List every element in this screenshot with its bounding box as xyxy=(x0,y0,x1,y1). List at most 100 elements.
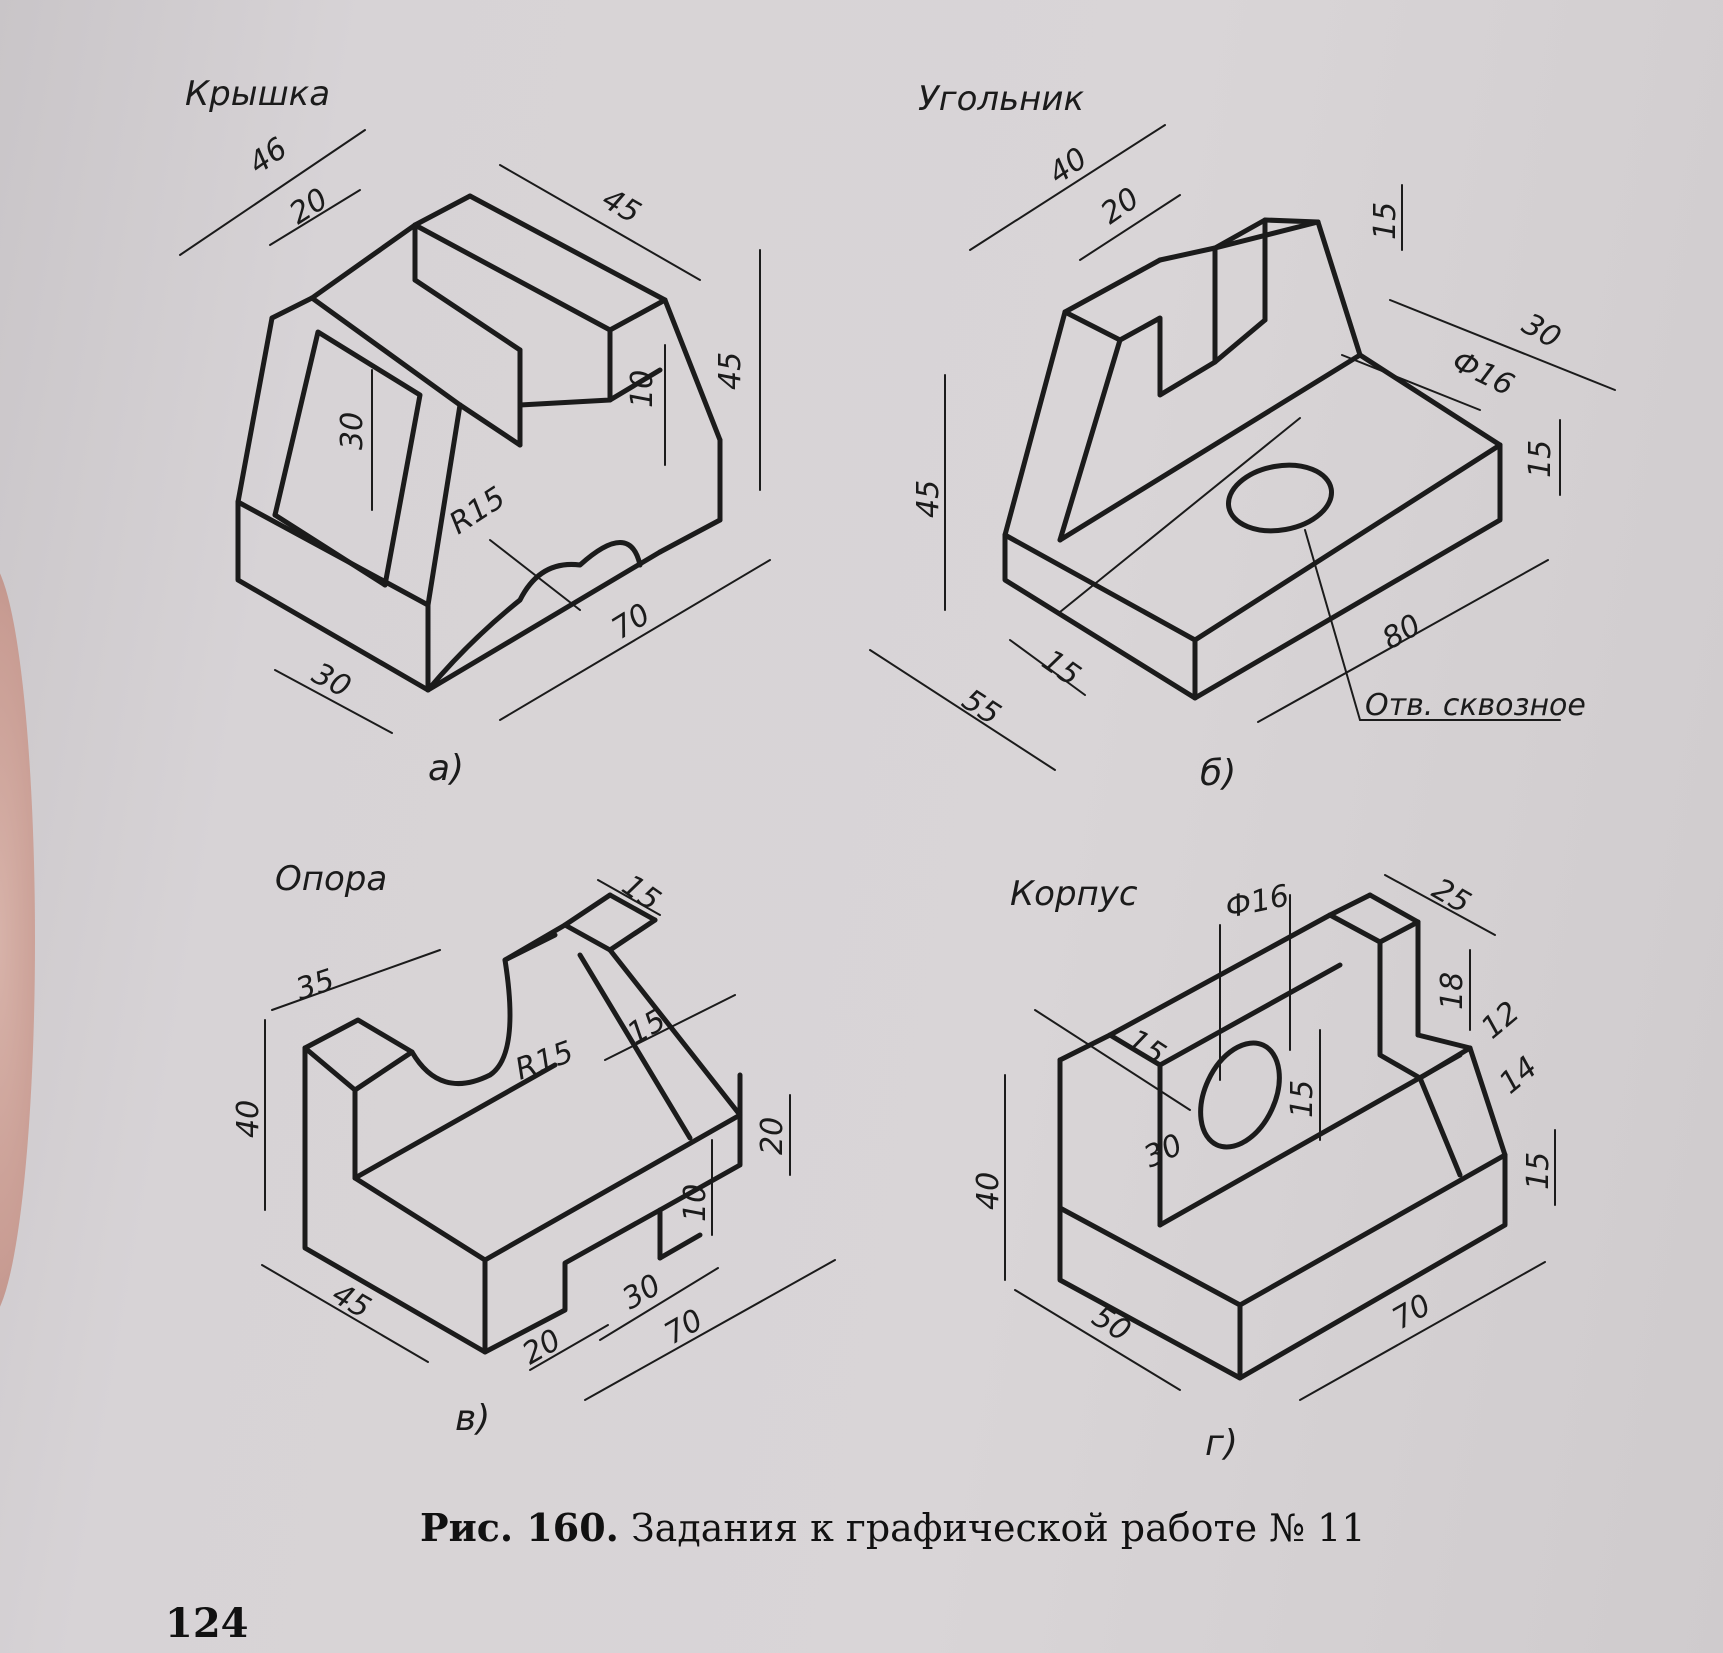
figure-d-edge xyxy=(1107,1032,1163,1068)
figure-d-dim-14: 14 xyxy=(1493,1050,1545,1101)
figure-b-dim-line xyxy=(969,124,1166,251)
figure-d-step xyxy=(1327,912,1473,1081)
figure-a-dim-line xyxy=(499,559,771,721)
figure-b-dim-line xyxy=(1389,299,1616,391)
figure-d-edge xyxy=(1377,919,1421,945)
figure-b-dim-55: 55 xyxy=(956,682,1007,732)
figure-c-dim-line xyxy=(599,1267,719,1341)
figure-a-edge xyxy=(412,277,523,353)
figure-d-dim-15-right: 15 xyxy=(1521,1152,1556,1190)
figure-d-dim-40: 40 xyxy=(971,1172,1006,1210)
figure-b-dim-80: 80 xyxy=(1377,608,1428,657)
figure-a-edge xyxy=(467,193,668,303)
figure-c-dim-line xyxy=(261,1264,429,1363)
figure-c-dim-70: 70 xyxy=(659,1303,710,1352)
figure-c-edge xyxy=(657,1232,703,1261)
figure-a-dim-line xyxy=(274,669,393,734)
figure-c-dim-line xyxy=(604,994,736,1061)
figure-a-edge xyxy=(662,297,723,443)
figure-c-edge xyxy=(562,892,613,928)
figure-b-dim-40: 40 xyxy=(1043,141,1094,192)
figure-c-edge xyxy=(482,1112,743,1263)
figure-a-top xyxy=(309,222,613,448)
figure-b-dim-15-right: 15 xyxy=(1523,440,1558,478)
figure-d-dim-70: 70 xyxy=(1387,1288,1438,1337)
figure-b-edge xyxy=(1262,217,1321,225)
figure-b-axis xyxy=(1059,417,1301,613)
figure-b-edge xyxy=(1157,245,1218,263)
figure-c-edge xyxy=(352,1175,488,1263)
figure-d-dim-line xyxy=(1014,1289,1181,1391)
figure-d-sublabel: г) xyxy=(1205,1423,1238,1464)
figure-a-edge xyxy=(425,402,463,608)
figure-b-title: Угольник xyxy=(918,79,1084,119)
figure-c-dim-15-top: 15 xyxy=(615,868,666,919)
figure-b-dim-15-bottom: 15 xyxy=(1035,643,1086,694)
figure-a-sublabel: а) xyxy=(428,748,464,789)
figure-b-dim-15-top: 15 xyxy=(1368,202,1403,240)
figure-b-dim-30: 30 xyxy=(1516,307,1567,356)
figure-c-title: Опора xyxy=(275,859,387,899)
figure-b-dim-line xyxy=(869,649,1056,771)
figure-d-dim-line xyxy=(1384,874,1496,936)
figure-c-dim-r15: R15 xyxy=(511,1034,578,1087)
figure-b-ugolnik: Угольник xyxy=(869,79,1616,794)
figure-b-note: Отв. сквозное xyxy=(1365,688,1586,723)
figure-a-dim-30-bottom: 30 xyxy=(306,656,356,705)
figure-c-saddle xyxy=(409,922,743,1118)
figure-a-dim-r15: R15 xyxy=(443,480,512,542)
figure-c-opora: Опора xyxy=(231,859,836,1439)
figure-d-dim-15-mid: 15 xyxy=(1285,1080,1320,1118)
figure-b-edge xyxy=(1212,317,1268,365)
figure-d-dim-line xyxy=(1034,1009,1191,1111)
figure-c-edge xyxy=(352,1062,558,1181)
figure-a-edge xyxy=(272,512,388,588)
figure-d-dim-12: 12 xyxy=(1475,995,1527,1046)
figure-a-edge xyxy=(412,193,473,228)
figure-b-edge xyxy=(1192,442,1503,643)
figure-a-dim-line xyxy=(499,164,701,281)
figure-d-edge xyxy=(1415,1032,1473,1051)
figure-b-dim-20: 20 xyxy=(1095,181,1146,232)
figure-b-edge xyxy=(1057,337,1123,543)
figure-a-edge xyxy=(607,297,668,333)
figure-d-edge xyxy=(1057,1032,1113,1063)
figure-d-edge xyxy=(1157,962,1343,1068)
figure-b-dim-line xyxy=(1009,639,1086,696)
figure-a-edge xyxy=(235,315,275,505)
figure-a-krishka: Крышка xyxy=(179,74,771,789)
figure-b-edge xyxy=(1057,352,1363,543)
figure-a-dim-20: 20 xyxy=(283,182,334,232)
figure-c-edge xyxy=(607,892,658,923)
figure-c-dim-20-right: 20 xyxy=(755,1117,790,1155)
figure-d-dim-line xyxy=(1299,1261,1546,1401)
figure-b-edge xyxy=(1002,532,1198,643)
figure-a-dim-line xyxy=(489,539,581,611)
figure-c-edge xyxy=(502,932,558,963)
figure-a-dim-30-vert: 30 xyxy=(335,412,370,450)
figure-b-notch xyxy=(1117,217,1268,398)
figure-d-dim-50: 50 xyxy=(1086,1299,1137,1349)
figure-c-dim-line xyxy=(584,1259,836,1401)
figure-d-dim-d16: Ф16 xyxy=(1222,878,1292,926)
figure-a-dim-46: 46 xyxy=(243,131,294,182)
figure-c-dim-30: 30 xyxy=(617,1268,668,1317)
figure-a-dim-45-right: 45 xyxy=(713,352,748,390)
figure-a-window xyxy=(272,329,423,588)
figure-b-dim-45: 45 xyxy=(911,480,946,518)
figure-d-edge xyxy=(1467,1045,1508,1158)
figure-a-edge xyxy=(657,517,723,555)
figure-c-sublabel: в) xyxy=(455,1398,490,1439)
figure-b-dim-line xyxy=(1079,194,1181,261)
figure-a-edge xyxy=(607,367,663,403)
figure-c-dim-40: 40 xyxy=(231,1100,266,1138)
figure-d-korpus: Корпус xyxy=(971,872,1556,1464)
figure-b-edge xyxy=(1315,219,1363,358)
figure-a-dim-70: 70 xyxy=(606,597,657,647)
figure-d-edge xyxy=(1327,892,1373,918)
figure-c-edge xyxy=(302,1045,358,1093)
figure-d-edge xyxy=(1367,892,1421,925)
figure-d-dim-30: 30 xyxy=(1139,1127,1188,1175)
